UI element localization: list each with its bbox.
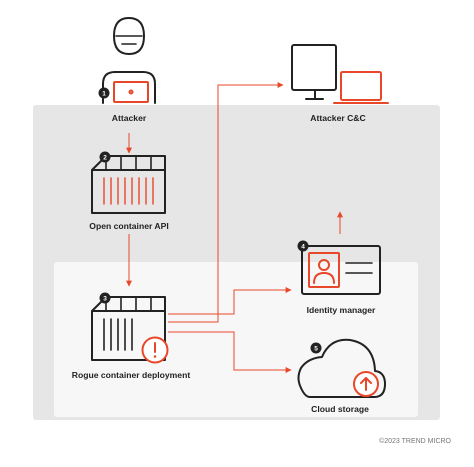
id-card-icon: [301, 245, 381, 295]
copyright-text: ©2023 TREND MICRO: [379, 437, 451, 445]
rogue-node: 3 Rogue container deployment: [72, 292, 191, 380]
step-badge-2: 2: [99, 151, 111, 163]
cnc-label: Attacker C&C: [310, 113, 365, 123]
step-badge-3: 3: [99, 292, 111, 304]
monitor-and-laptop-icon: [291, 44, 389, 104]
svg-text:5: 5: [314, 346, 318, 353]
inner-panel: [54, 262, 418, 417]
cloud-upload-icon: [297, 338, 386, 398]
svg-text:3: 3: [103, 296, 107, 303]
arrow-rogue-to-cloud: [168, 331, 292, 373]
step-badge-4: 4: [297, 240, 309, 252]
svg-text:2: 2: [103, 155, 107, 162]
flow-arrows: [126, 82, 343, 373]
attacker-with-laptop-icon: [102, 17, 156, 104]
svg-text:1: 1: [102, 91, 106, 98]
rogue-label: Rogue container deployment: [72, 370, 191, 380]
step-badge-5: 5: [310, 342, 322, 354]
container-icon: [91, 155, 166, 214]
cnc-node: Attacker C&C: [291, 44, 389, 123]
identity-label: Identity manager: [307, 305, 376, 315]
open-api-node: 2 Open container API: [89, 151, 169, 231]
cloud-label: Cloud storage: [311, 404, 369, 414]
open-api-label: Open container API: [89, 221, 168, 231]
arrow-rogue-to-cnc: [168, 82, 284, 323]
attacker-node: 1 Attacker: [98, 17, 156, 123]
cloud-node: 5 Cloud storage: [297, 338, 386, 414]
attacker-label: Attacker: [112, 113, 147, 123]
svg-text:4: 4: [301, 244, 305, 251]
arrow-rogue-to-identity: [168, 287, 292, 315]
step-badge-1: 1: [98, 87, 110, 99]
identity-node: 4 Identity manager: [297, 240, 381, 315]
